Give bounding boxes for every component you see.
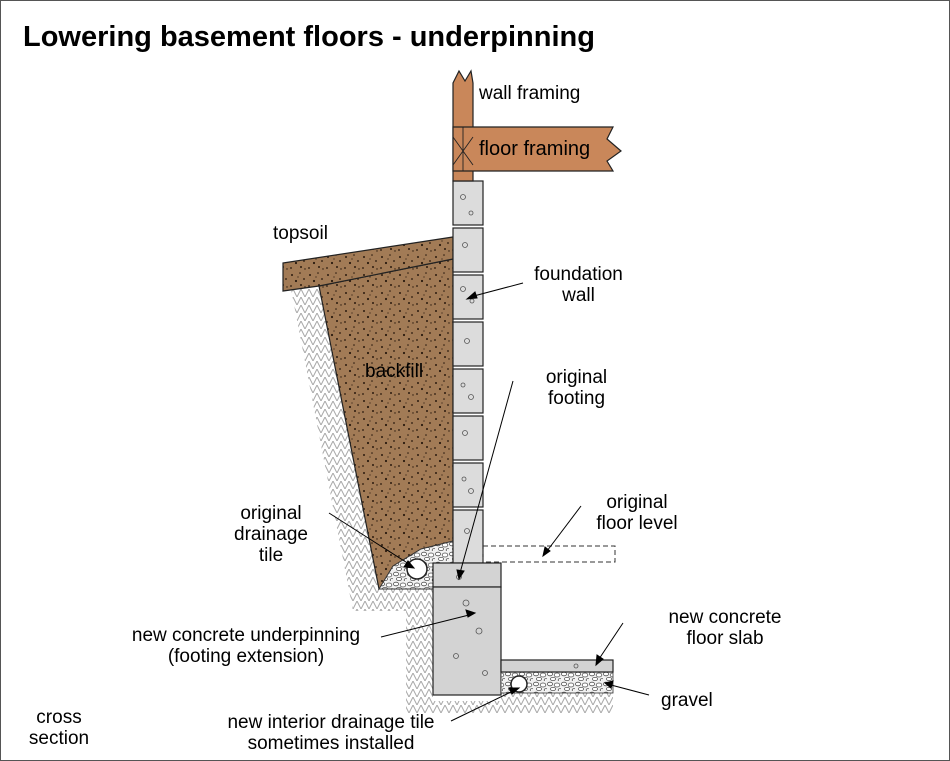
floor-framing [452, 126, 622, 172]
original-floor-level [482, 545, 616, 563]
topsoil [282, 236, 454, 292]
label-backfill: backfill [365, 361, 424, 382]
page-title: Lowering basement floors - underpinning [23, 21, 595, 53]
label-original-floor-level: original floor level [596, 492, 678, 534]
label-topsoil: topsoil [273, 223, 328, 244]
label-original-footing: original footing [545, 367, 608, 409]
label-new-concrete-underpinning: new concrete underpinning (footing exten… [131, 625, 361, 667]
label-wall-framing: wall framing [479, 83, 581, 104]
label-cross-section: cross section [28, 707, 90, 749]
label-gravel: gravel [661, 690, 713, 711]
new-concrete-underpinning [432, 586, 502, 696]
earth-hatch-left [291, 289, 613, 713]
new-concrete-floor-slab [500, 659, 614, 673]
label-new-interior-drainage-tile: new interior drainage tile sometimes ins… [227, 712, 435, 754]
label-foundation-wall: foundation wall [534, 264, 623, 306]
label-floor-framing: floor framing [479, 138, 591, 160]
original-drainage-tile-pipe [406, 558, 428, 580]
original-footing [432, 562, 502, 588]
label-new-concrete-floor-slab: new concrete floor slab [668, 607, 782, 649]
foundation-wall-blocks [452, 180, 484, 564]
label-original-drainage-tile: original drainage tile [234, 503, 308, 566]
